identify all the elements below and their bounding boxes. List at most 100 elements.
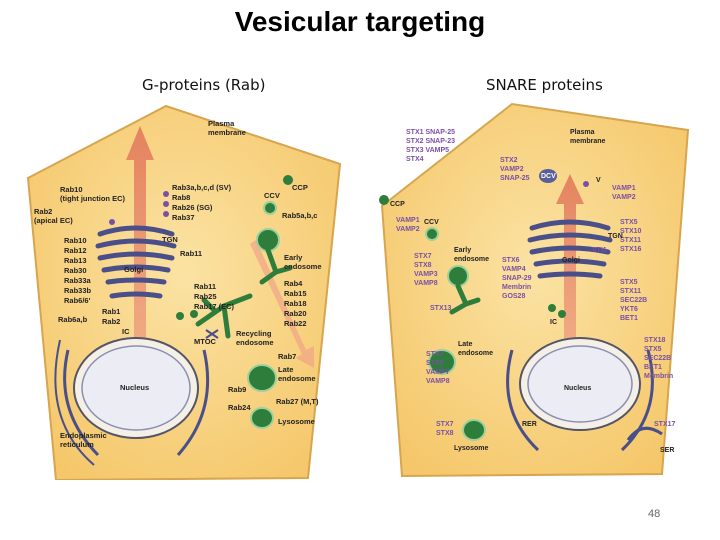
label-ccp: CCP <box>292 183 308 192</box>
label-stx7-3: VAMP3 <box>414 271 438 278</box>
label-vamp-ccv-2: VAMP2 <box>396 226 420 233</box>
label-stx7-2: STX8 <box>414 262 432 269</box>
label-vamp12-2: VAMP2 <box>612 194 636 201</box>
label-rab26: Rab26 (SG) <box>172 203 213 212</box>
er-arc-3 <box>54 339 95 466</box>
label-mtoc: MTOC <box>194 337 217 346</box>
label-stx18-2: STX5 <box>644 346 662 353</box>
label-stx18-5: Membrin <box>644 373 673 380</box>
label-rab10-tj-1: Rab10 <box>60 185 83 194</box>
label-vamp12-1: VAMP1 <box>612 185 636 192</box>
label-er-1: Endoplasmic <box>60 431 107 440</box>
label-plasma-membrane-2: membrane <box>570 138 606 145</box>
label-stx-top-1: STX1 SNAP-25 <box>406 129 455 136</box>
label-golgi-rab-2: Rab12 <box>64 246 87 255</box>
label-stx7-4: VAMP8 <box>414 280 438 287</box>
label-rab9: Rab9 <box>228 385 246 394</box>
endocytic-arrow <box>250 240 314 368</box>
label-early-endosome-2: endosome <box>454 256 489 263</box>
label-rab4-5: Rab22 <box>284 319 307 328</box>
label-recycling-endosome-2: endosome <box>236 338 274 347</box>
label-stx-top-4: STX4 <box>406 156 424 163</box>
er-arc-2 <box>620 349 654 452</box>
label-rab1: Rab1 <box>102 307 120 316</box>
label-rab37: Rab37 <box>172 213 195 222</box>
label-rab2-apical-1: Rab2 <box>34 207 52 216</box>
golgi-stack <box>95 225 177 299</box>
label-stx5-1: STX5 <box>620 279 638 286</box>
label-late-endosome-2: endosome <box>278 374 316 383</box>
label-stx7-1: STX7 <box>414 253 432 260</box>
label-stx13: STX13 <box>430 305 452 312</box>
label-ccp: CCP <box>390 201 405 208</box>
label-golgi-rab-7: Rab6/6' <box>64 296 91 305</box>
label-rab11-top: Rab11 <box>180 249 202 258</box>
label-late-endosome-2: endosome <box>458 350 493 357</box>
label-stx6-3: SNAP-29 <box>502 275 532 282</box>
lysosome <box>250 407 274 429</box>
label-vamp-ccv-1: VAMP1 <box>396 217 420 224</box>
snare-diagram: STX1 SNAP-25 STX2 SNAP-23 STX3 VAMP5 STX… <box>379 102 690 478</box>
label-rab6ab: Rab6a,b <box>58 315 88 324</box>
label-stx-golgi-2: STX10 <box>620 228 642 235</box>
label-golgi-rab-1: Rab10 <box>64 236 87 245</box>
early-endosome <box>256 228 293 285</box>
label-rab8: Rab8 <box>172 193 190 202</box>
label-tgn: TGN <box>162 235 178 244</box>
golgi-stack <box>527 219 613 279</box>
label-stx2-dcv-2: VAMP2 <box>500 166 524 173</box>
right-subtitle: SNARE proteins <box>486 76 603 94</box>
label-recycling-endosome-1: Recycling <box>236 329 272 338</box>
vesicles <box>379 169 589 318</box>
secretory-arrow <box>126 126 154 420</box>
secretory-arrow <box>556 174 584 396</box>
label-stx-golgi-3: STX11 <box>620 237 641 244</box>
label-nucleus: Nucleus <box>564 385 591 392</box>
label-golgi-rab-3: Rab13 <box>64 256 87 265</box>
label-tgn: TGN <box>608 233 623 240</box>
label-rab2-apical-2: (apical EC) <box>34 216 73 225</box>
label-stx5-4: YKT6 <box>620 306 638 313</box>
label-stx5-5: BET1 <box>620 315 638 322</box>
label-ic: IC <box>550 319 557 326</box>
label-ccv: CCV <box>424 219 439 226</box>
label-stx6-1: STX6 <box>502 257 520 264</box>
label-rab3: Rab3a,b,c,d (SV) <box>172 183 232 192</box>
label-rab10-tj-2: (tight junction EC) <box>60 194 125 203</box>
label-nucleus: Nucleus <box>120 383 149 392</box>
label-rab11-mid-2: Rab25 <box>194 292 217 301</box>
label-early-endosome-1: Early <box>284 253 303 262</box>
label-ser: SER <box>660 447 674 454</box>
label-v: V <box>596 177 601 184</box>
label-rab11-mid-3: Rab17 (EC) <box>194 302 235 311</box>
label-stx6-5: GOS28 <box>502 293 525 300</box>
label-stx18-3: SEC22B <box>644 355 671 362</box>
er-arc-1 <box>506 349 540 452</box>
recycling-endosome <box>195 293 253 339</box>
label-stx-golgi-4: STX16 <box>620 246 642 253</box>
label-rab4-2: Rab15 <box>284 289 307 298</box>
page-number: 48 <box>648 508 661 520</box>
label-stx5-3: SEC22B <box>620 297 647 304</box>
label-rab2: Rab2 <box>102 317 120 326</box>
label-stx7-late-2: STX8 <box>426 360 444 367</box>
er-arc-2 <box>176 349 210 456</box>
label-stx-top-2: STX2 SNAP-23 <box>406 138 455 145</box>
label-rab4-1: Rab4 <box>284 279 303 288</box>
label-golgi: Golgi <box>124 265 143 274</box>
label-stx2-dcv-3: SNAP-25 <box>500 175 530 182</box>
label-early-endosome-2: endosome <box>284 262 322 271</box>
label-vti1: VTI1 <box>592 247 607 254</box>
label-er-2: reticulum <box>60 440 94 449</box>
ser-tubes <box>626 426 663 441</box>
label-plasma-membrane-1: Plasma <box>208 119 235 128</box>
label-golgi-rab-6: Rab33b <box>64 286 92 295</box>
lysosome <box>462 419 486 441</box>
nucleus-inner <box>527 345 633 423</box>
label-stx5-2: STX11 <box>620 288 641 295</box>
label-stx2-dcv-1: STX2 <box>500 157 518 164</box>
label-stx7-lys-2: STX8 <box>436 430 454 437</box>
vesicles <box>109 175 293 320</box>
nucleus-inner <box>81 345 191 431</box>
label-rab5abc: Rab5a,b,c <box>282 211 317 220</box>
